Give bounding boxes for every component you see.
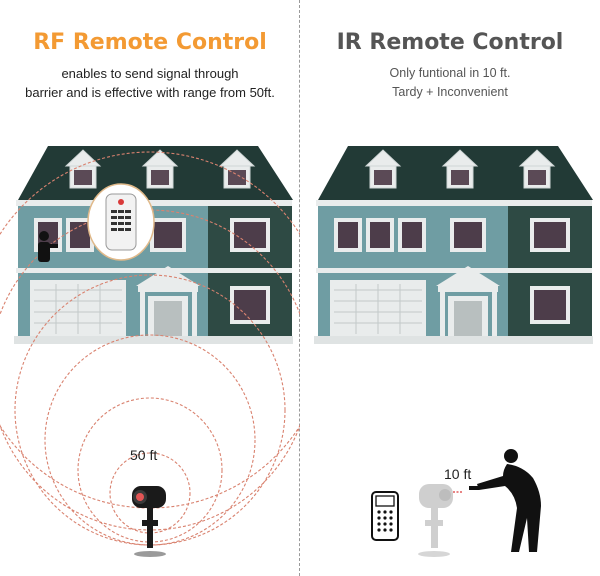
ir-desc-line-2: Tardy + Inconvenient: [392, 85, 508, 99]
ir-title: IR Remote Control: [336, 30, 564, 55]
remote-power-button: [118, 199, 124, 205]
ir-person-silhouette: [469, 449, 541, 552]
rf-desc-line-1: enables to send signal through: [61, 66, 239, 81]
rf-projector-icon: [132, 486, 166, 557]
ir-projector-icon: [418, 484, 463, 557]
rf-description: enables to send signal through barrier a…: [0, 64, 300, 102]
rf-remote-bubble: [87, 183, 155, 261]
rf-title: RF Remote Control: [33, 30, 267, 55]
ir-remote-icon: [371, 491, 399, 541]
ir-description: Only funtional in 10 ft. Tardy + Inconve…: [300, 64, 600, 102]
rf-range-label: 50 ft: [130, 447, 158, 463]
rf-panel: RF Remote Control enables to send signal…: [0, 30, 300, 557]
ir-desc-line-1: Only funtional in 10 ft.: [389, 66, 511, 80]
rf-person-icon: [38, 231, 58, 262]
ir-range-label: 10 ft: [444, 466, 472, 482]
ir-house-illustration: [314, 146, 593, 344]
rf-desc-line-2: barrier and is effective with range from…: [25, 85, 275, 100]
ir-panel: IR Remote Control Only funtional in 10 f…: [300, 0, 600, 576]
